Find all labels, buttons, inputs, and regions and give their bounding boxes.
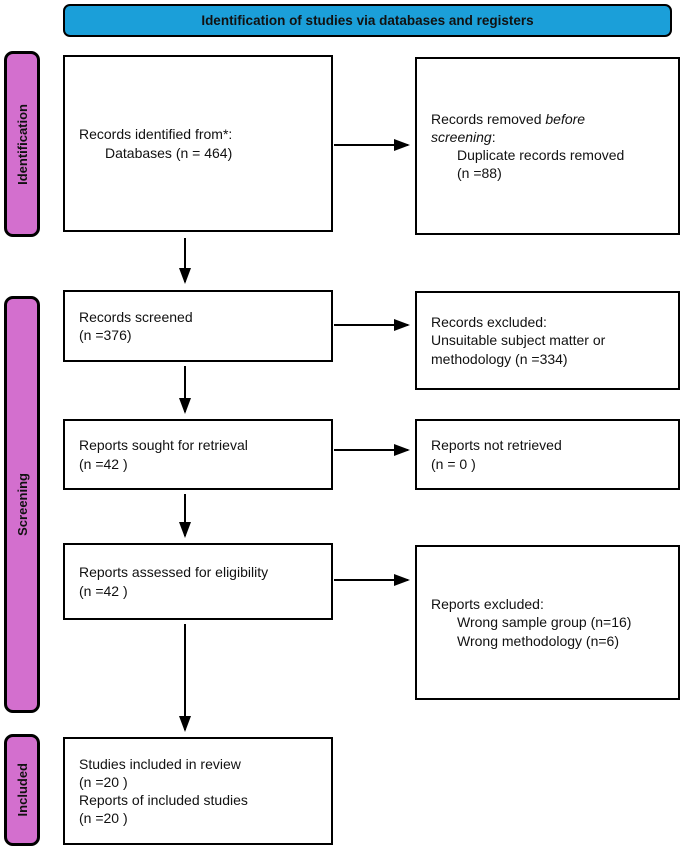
diagram-header-title: Identification of studies via databases … bbox=[201, 13, 534, 28]
stage-label-identification: Identification bbox=[4, 51, 40, 237]
box-reports-not-retrieved: Reports not retrieved (n = 0 ) bbox=[415, 419, 680, 490]
stage-label-included: Included bbox=[4, 734, 40, 846]
box-studies-included-line1: Studies included in review bbox=[79, 755, 241, 772]
stage-label-identification-text: Identification bbox=[14, 103, 30, 185]
diagram-header: Identification of studies via databases … bbox=[63, 4, 672, 37]
box-records-removed-item: Duplicate records removed bbox=[457, 147, 625, 163]
box-reports-assessed-line: Reports assessed for eligibility bbox=[79, 564, 269, 581]
box-studies-included-line2: Reports of included studies bbox=[79, 792, 248, 808]
box-records-identified-item: Databases (n = 464) bbox=[105, 144, 233, 161]
box-records-screened-count: (n =376) bbox=[79, 327, 132, 343]
box-reports-excluded: Reports excluded: Wrong sample group (n=… bbox=[415, 545, 680, 700]
box-records-removed-title: Records removed before screening: bbox=[431, 110, 643, 146]
box-studies-included-count1: (n =20 ) bbox=[79, 773, 128, 790]
box-records-removed: Records removed before screening: Duplic… bbox=[415, 57, 680, 235]
box-reports-excluded-item1: Wrong sample group (n=16) bbox=[457, 614, 632, 631]
box-reports-excluded-item2: Wrong methodology (n=6) bbox=[457, 632, 619, 649]
stage-label-included-text: Included bbox=[14, 763, 30, 817]
box-records-excluded-title: Records excluded: bbox=[431, 314, 547, 331]
box-records-removed-title-suffix: : bbox=[491, 128, 496, 145]
box-reports-not-retrieved-count: (n = 0 ) bbox=[431, 455, 476, 472]
box-records-removed-title-italic: before screening bbox=[431, 110, 586, 145]
stage-label-screening-text: Screening bbox=[14, 473, 30, 536]
box-reports-not-retrieved-line: Reports not retrieved bbox=[431, 437, 562, 454]
box-records-screened: Records screened (n =376) bbox=[63, 290, 333, 362]
box-records-removed-title-prefix: Records removed bbox=[431, 110, 546, 127]
box-reports-assessed-count: (n =42 ) bbox=[79, 582, 128, 599]
box-records-excluded-line2: Unsuitable subject matter or bbox=[431, 332, 606, 349]
box-reports-sought: Reports sought for retrieval (n =42 ) bbox=[63, 419, 333, 490]
box-reports-sought-line: Reports sought for retrieval bbox=[79, 437, 248, 454]
box-reports-sought-count: (n =42 ) bbox=[79, 455, 128, 472]
box-studies-included-count2: (n =20 ) bbox=[79, 810, 128, 827]
box-records-identified-title: Records identified from*: bbox=[79, 126, 233, 143]
box-records-identified: Records identified from*: Databases (n =… bbox=[63, 55, 333, 232]
box-reports-assessed: Reports assessed for eligibility (n =42 … bbox=[63, 543, 333, 620]
stage-label-screening: Screening bbox=[4, 296, 40, 713]
box-records-excluded-line3: methodology (n =334) bbox=[431, 350, 568, 367]
box-studies-included: Studies included in review (n =20 ) Repo… bbox=[63, 737, 333, 845]
box-records-excluded: Records excluded: Unsuitable subject mat… bbox=[415, 291, 680, 390]
box-records-screened-line: Records screened bbox=[79, 308, 193, 325]
box-records-removed-count: (n =88) bbox=[457, 165, 502, 182]
box-reports-excluded-title: Reports excluded: bbox=[431, 596, 544, 613]
